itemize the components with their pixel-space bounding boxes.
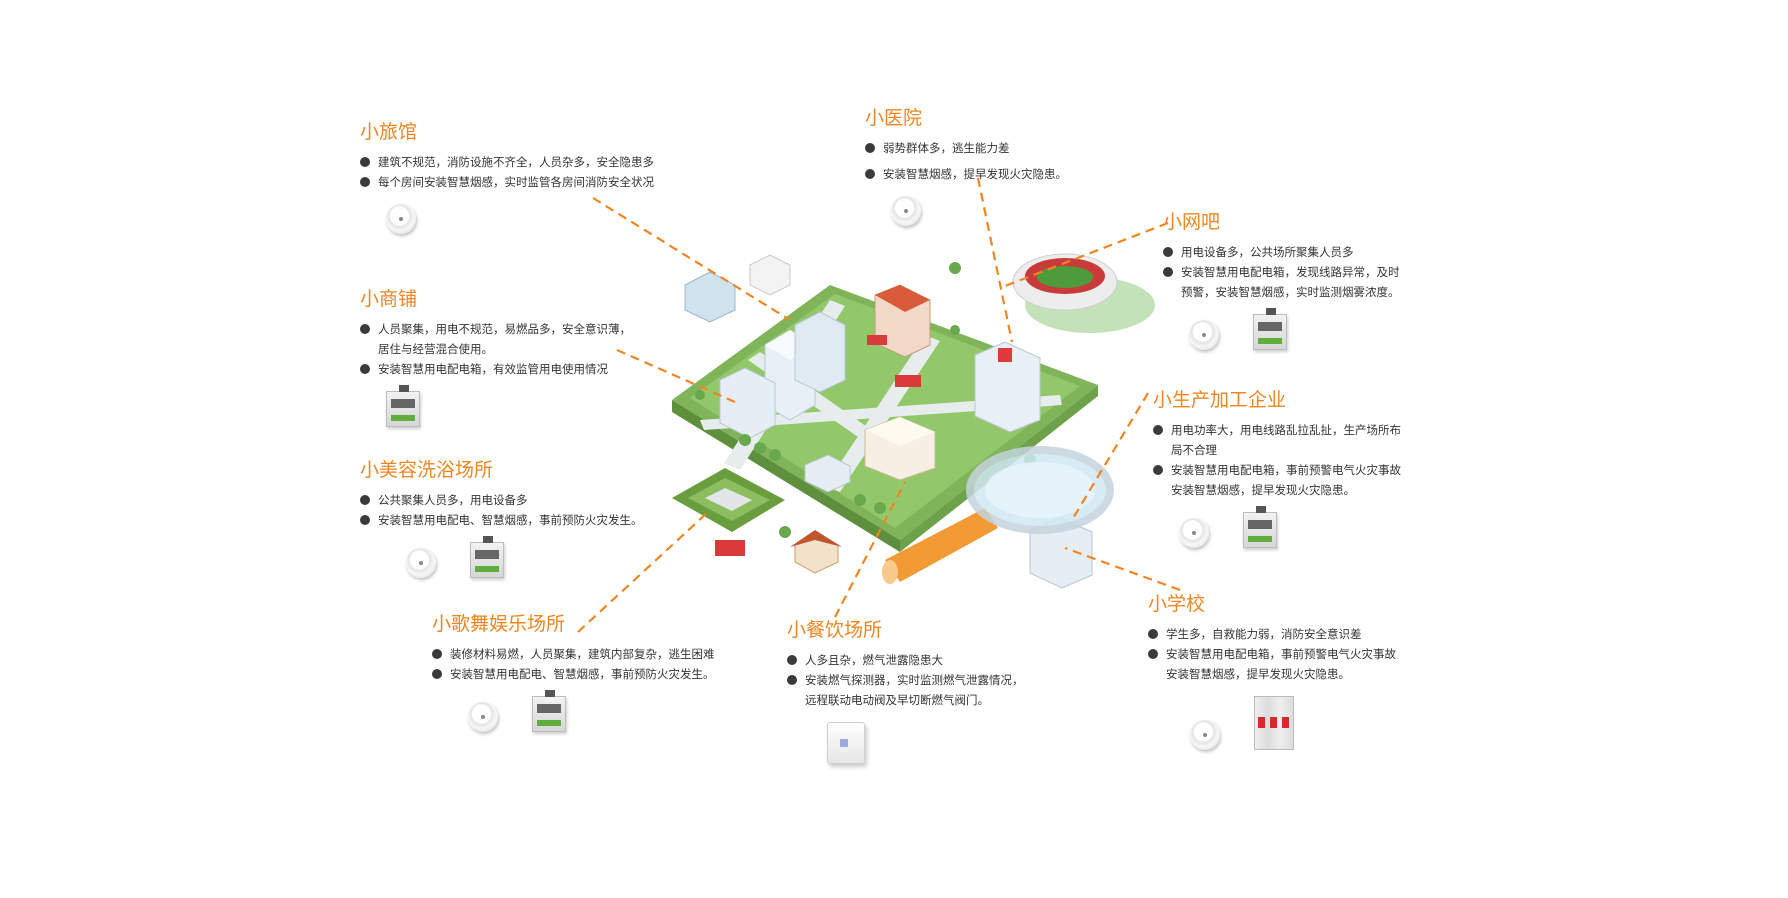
gas-detector-icon [827,722,865,764]
bullet-item: 学生多，自救能力弱，消防安全意识差 [1148,624,1396,644]
section-hospital: 小医院 弱势群体多，逃生能力差 安装智慧烟感，提早发现火灾隐患。 [865,106,1067,226]
section-title: 小美容洗浴场所 [360,459,494,481]
bullet-item: 用电设备多，公共场所聚集人员多 [1163,242,1400,262]
smoke-detector-icon [468,702,498,732]
bullet-item: 人员聚集，用电不规范，易燃品多，安全意识薄， 居住与经营混合使用。 [360,319,631,359]
power-distribution-box-icon [1253,308,1287,350]
section-beauty: 小美容洗浴场所 公共聚集人员多，用电设备多 安装智慧用电配电、智慧烟感，事前预防… [360,458,643,578]
house-and-vehicles [715,335,921,574]
section-shop: 小商铺 人员聚集，用电不规范，易燃品多，安全意识薄， 居住与经营混合使用。 安装… [360,287,631,427]
bullet-item: 安装燃气探测器，实时监测燃气泄露情况， 远程联动电动阀及早切断燃气阀门。 [787,670,1024,710]
circuit-breaker-icon [1254,696,1294,750]
section-title: 小医院 [865,107,923,129]
bullet-item: 每个房间安装智慧烟感，实时监管各房间消防安全状况 [360,172,654,192]
section-title: 小生产加工企业 [1153,389,1287,411]
section-restaurant: 小餐饮场所 人多且杂，燃气泄露隐患大 安装燃气探测器，实时监测燃气泄露情况， 远… [787,618,1024,764]
bullet-item: 用电功率大，用电线路乱拉乱扯，生产场所布 局不合理 [1153,420,1401,460]
section-title: 小旅馆 [360,121,418,143]
smoke-detector-icon [406,548,436,578]
power-distribution-box-icon [386,385,420,427]
bullet-item: 装修材料易燃，人员聚集，建筑内部复杂，逃生困难 [432,644,715,664]
smoke-detector-icon [891,196,921,226]
power-distribution-box-icon [1243,506,1277,548]
bullet-item: 建筑不规范，消防设施不齐全，人员杂多，安全隐患多 [360,152,654,172]
bullet-item: 安装智慧用电配电、智慧烟感，事前预防火灾发生。 [360,510,643,530]
section-school: 小学校 学生多，自救能力弱，消防安全意识差 安装智慧用电配电箱，事前预警电气火灾… [1148,592,1396,750]
bullet-item: 安装智慧用电配电箱，事前预警电气火灾事故 安装智慧烟感，提早发现火灾隐患。 [1148,644,1396,684]
maze-garden [672,468,785,532]
bullet-item: 公共聚集人员多，用电设备多 [360,490,643,510]
smoke-detector-icon [1189,320,1219,350]
bullet-item: 安装智慧用电配电箱，发现线路异常，及时 预警，安装智慧烟感，实时监测烟雾浓度。 [1163,262,1400,302]
power-distribution-box-icon [470,536,504,578]
smoke-detector-icon [1179,518,1209,548]
bullet-item: 安装智慧烟感，提早发现火灾隐患。 [865,164,1067,184]
bullet-item: 安装智慧用电配电、智慧烟感，事前预防火灾发生。 [432,664,715,684]
section-title: 小商铺 [360,288,418,310]
bullet-item: 弱势群体多，逃生能力差 [865,138,1067,158]
power-distribution-box-icon [532,690,566,732]
stadium [1012,253,1155,333]
smoke-detector-icon [1190,720,1220,750]
section-title: 小歌舞娱乐场所 [432,613,566,635]
bullet-item: 安装智慧用电配电箱，事前预警电气火灾事故 安装智慧烟感，提早发现火灾隐患。 [1153,460,1401,500]
bullet-item: 安装智慧用电配电箱，有效监管用电使用情况 [360,359,631,379]
section-factory: 小生产加工企业 用电功率大，用电线路乱拉乱扯，生产场所布 局不合理 安装智慧用电… [1153,388,1401,548]
section-karaoke: 小歌舞娱乐场所 装修材料易燃，人员聚集，建筑内部复杂，逃生困难 安装智慧用电配电… [432,612,715,732]
section-hotel: 小旅馆 建筑不规范，消防设施不齐全，人员杂多，安全隐患多 每个房间安装智慧烟感，… [360,120,654,234]
section-title: 小网吧 [1163,211,1221,233]
section-netcafe: 小网吧 用电设备多，公共场所聚集人员多 安装智慧用电配电箱，发现线路异常，及时 … [1163,210,1400,350]
section-title: 小学校 [1148,593,1206,615]
section-title: 小餐饮场所 [787,619,883,641]
smoke-detector-icon [386,204,416,234]
bullet-item: 人多且杂，燃气泄露隐患大 [787,650,1024,670]
